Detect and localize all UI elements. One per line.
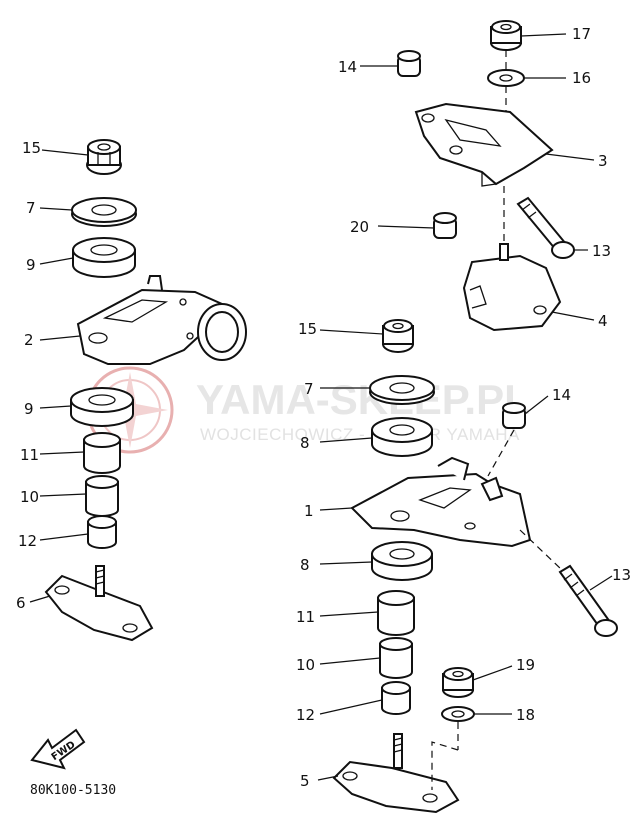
leader-lines — [29, 33, 613, 781]
callout-15-left: 15 — [22, 139, 41, 157]
part-9-rubber-left-bottom — [70, 387, 134, 427]
part-13-bolt-top — [516, 196, 575, 259]
callout-13-top: 13 — [592, 242, 611, 260]
callout-9-left-bottom: 9 — [24, 400, 34, 418]
part-11-collar-left — [83, 432, 121, 474]
part-4-engine-mount — [462, 243, 562, 332]
part-15-nut-left — [86, 139, 122, 175]
assembly-lines — [431, 50, 563, 790]
part-14-nut-mid — [502, 402, 526, 429]
callout-13-bottom: 13 — [612, 566, 631, 584]
part-10-collar-right — [379, 637, 413, 679]
callout-19: 19 — [516, 656, 535, 674]
part-13-bolt-bottom — [558, 564, 618, 637]
callout-6: 6 — [16, 594, 26, 612]
watermark: YAMA-SKLEP.PL WOJCIECHOWICZ - DEALER YAM… — [86, 366, 530, 454]
callout-10-right: 10 — [296, 656, 315, 674]
callout-9-left-top: 9 — [26, 256, 36, 274]
part-7-washer-right — [369, 375, 435, 405]
callout-14-mid: 14 — [552, 386, 571, 404]
callout-12-right: 12 — [296, 706, 315, 724]
diagram-code: 80K100-5130 — [30, 783, 116, 798]
callout-10-left: 10 — [20, 488, 39, 506]
callout-2: 2 — [24, 331, 34, 349]
part-6-base-bracket — [44, 565, 154, 642]
callout-3: 3 — [598, 152, 608, 170]
part-12-collar-left — [87, 515, 117, 549]
part-1-main-bracket — [350, 456, 532, 548]
part-11-collar-right — [377, 590, 415, 636]
fwd-arrow-icon: FWD — [30, 728, 86, 770]
part-5-base-bracket — [332, 733, 460, 814]
part-18-washer — [441, 706, 475, 722]
callout-11-right: 11 — [296, 608, 315, 626]
callout-18: 18 — [516, 706, 535, 724]
callout-12-left: 12 — [18, 532, 37, 550]
watermark-brand: YAMA-SKLEP.PL — [196, 376, 530, 423]
part-16-washer — [487, 69, 525, 87]
watermark-tagline: WOJCIECHOWICZ - DEALER YAMAHA — [200, 425, 520, 444]
part-15-nut-right — [382, 319, 414, 353]
part-9-rubber-left-top — [72, 237, 136, 278]
callout-11-left: 11 — [20, 446, 39, 464]
part-17-nut — [490, 20, 522, 51]
callout-16: 16 — [572, 69, 591, 87]
part-20-nut — [433, 212, 457, 239]
part-2-bracket — [76, 275, 247, 365]
callout-8-right-top: 8 — [300, 434, 310, 452]
callout-20: 20 — [350, 218, 369, 236]
part-3-upper-bracket — [414, 102, 554, 187]
callout-14-top: 14 — [338, 58, 357, 76]
part-8-rubber-right-bottom — [371, 541, 433, 581]
callout-4: 4 — [598, 312, 608, 330]
callout-1: 1 — [304, 502, 314, 520]
callout-17: 17 — [572, 25, 591, 43]
callout-5: 5 — [300, 772, 310, 790]
part-19-nut — [442, 667, 474, 698]
part-12-collar-right — [381, 681, 411, 715]
part-8-rubber-right-top — [371, 417, 433, 457]
callout-labels: 15 7 9 2 9 11 10 12 6 17 14 16 3 20 13 4… — [16, 25, 631, 790]
part-7-washer-left — [71, 197, 137, 227]
part-10-collar-left — [85, 475, 119, 517]
callout-7-left: 7 — [26, 199, 36, 217]
part-14-nut-top — [397, 50, 421, 77]
callout-15-right: 15 — [298, 320, 317, 338]
callout-7-right: 7 — [304, 380, 314, 398]
callout-8-right-bottom: 8 — [300, 556, 310, 574]
